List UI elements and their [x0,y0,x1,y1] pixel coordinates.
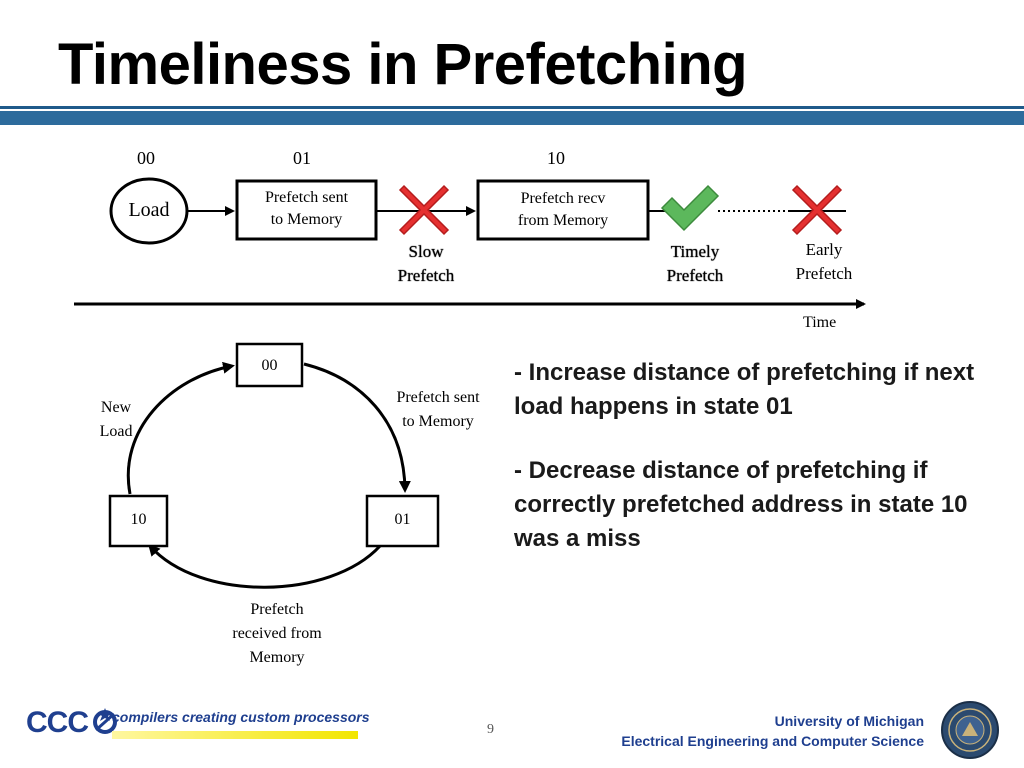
university-seal-icon [941,701,999,759]
organization-name: University of Michigan Electrical Engine… [621,711,924,751]
bullet-list: - Increase distance of prefetching if ne… [514,356,984,586]
fsm-state-01: 01 [394,511,411,528]
received-line1: Prefetch [250,601,304,618]
prefetch-sent-line1: Prefetch sent [264,189,349,206]
page-number: 9 [487,722,494,737]
slow-line1: Slow [408,242,444,261]
state-label-00: 00 [137,148,155,168]
fsm-state-10-box [108,494,169,548]
slide-title: Timeliness in Prefetching [58,32,748,97]
state-label-10: 10 [547,148,565,168]
early-line1: Early [805,240,843,259]
cross-icon [398,184,450,236]
prefetch-recv-label: Prefetch recv from Memory [478,188,648,232]
prefetch-sent-label: Prefetch sent to Memory [237,187,376,231]
prefetch-recv-line1: Prefetch recv [520,190,606,207]
sent-line1: Prefetch sent [396,389,480,406]
time-axis-label: Time [803,314,837,331]
early-line2: Prefetch [795,264,853,283]
ccc-tagline: compilers creating custom processors [112,709,370,725]
load-label: Load [128,199,170,221]
edge-label-prefetch-sent: Prefetch sent to Memory [380,386,496,434]
ccc-logo-text: CCC [26,706,89,739]
load-node [109,177,189,245]
header-band-line [0,106,1024,109]
timely-line2: Prefetch [666,266,724,285]
early-prefetch-label: Early Prefetch [774,238,874,286]
ccc-logo-mark-icon [93,708,118,734]
fsm-state-00-box [235,342,304,388]
timely-prefetch-label: Timely Prefetch [645,240,745,288]
fsm-graphics [108,342,440,589]
sent-line2: to Memory [402,413,474,430]
slow-line2: Prefetch [397,266,455,285]
prefetch-recv-box [476,179,650,241]
received-line2: received from [232,625,322,642]
edge-label-prefetch-received: Prefetch received from Memory [212,598,342,670]
tagline-underline [112,731,358,739]
header-band [0,111,1024,125]
bullet-decrease: - Decrease distance of prefetching if co… [514,457,968,552]
slow-prefetch-label: Slow Prefetch [376,240,476,288]
state-label-01: 01 [293,148,311,168]
timeline-graphics [74,177,866,309]
received-line3: Memory [249,649,305,666]
new-load-line1: New [100,399,132,416]
fsm-state-01-box [365,494,440,548]
new-load-line2: Load [99,423,133,440]
check-icon [660,184,720,232]
bullet-increase: - Increase distance of prefetching if ne… [514,359,975,420]
fsm-state-00: 00 [261,357,278,374]
timely-line1: Timely [670,242,720,261]
cross-icon [791,184,843,236]
prefetch-recv-line2: from Memory [517,212,609,229]
ccc-logo: CCC [26,706,120,740]
prefetch-sent-line2: to Memory [270,211,343,228]
org-line2: Electrical Engineering and Computer Scie… [621,733,924,749]
fsm-state-10: 10 [130,511,147,528]
org-line1: University of Michigan [774,713,924,729]
edge-label-new-load: New Load [84,396,148,444]
